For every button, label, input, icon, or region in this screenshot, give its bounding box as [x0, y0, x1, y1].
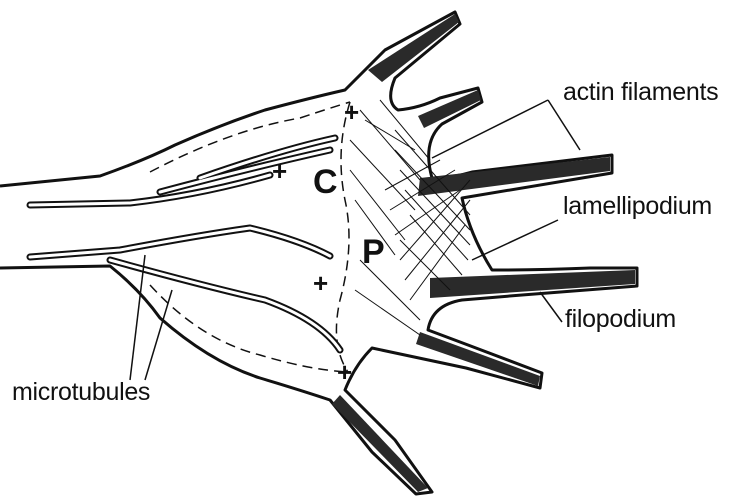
region-p-label: P [362, 233, 385, 272]
plus-end-2: + [272, 156, 287, 187]
plus-end-3: + [313, 268, 328, 299]
label-actin-filaments: actin filaments [563, 78, 718, 107]
label-lamellipodium: lamellipodium [563, 192, 712, 221]
region-c-label: C [313, 163, 338, 202]
leader-filopodium [540, 292, 562, 322]
leader-actin-2 [548, 100, 580, 150]
leader-lamellipodium [472, 220, 558, 260]
label-microtubules: microtubules [12, 378, 150, 407]
plus-end-4: + [337, 357, 352, 388]
plus-end-1: + [344, 97, 359, 128]
label-filopodium: filopodium [565, 305, 676, 334]
